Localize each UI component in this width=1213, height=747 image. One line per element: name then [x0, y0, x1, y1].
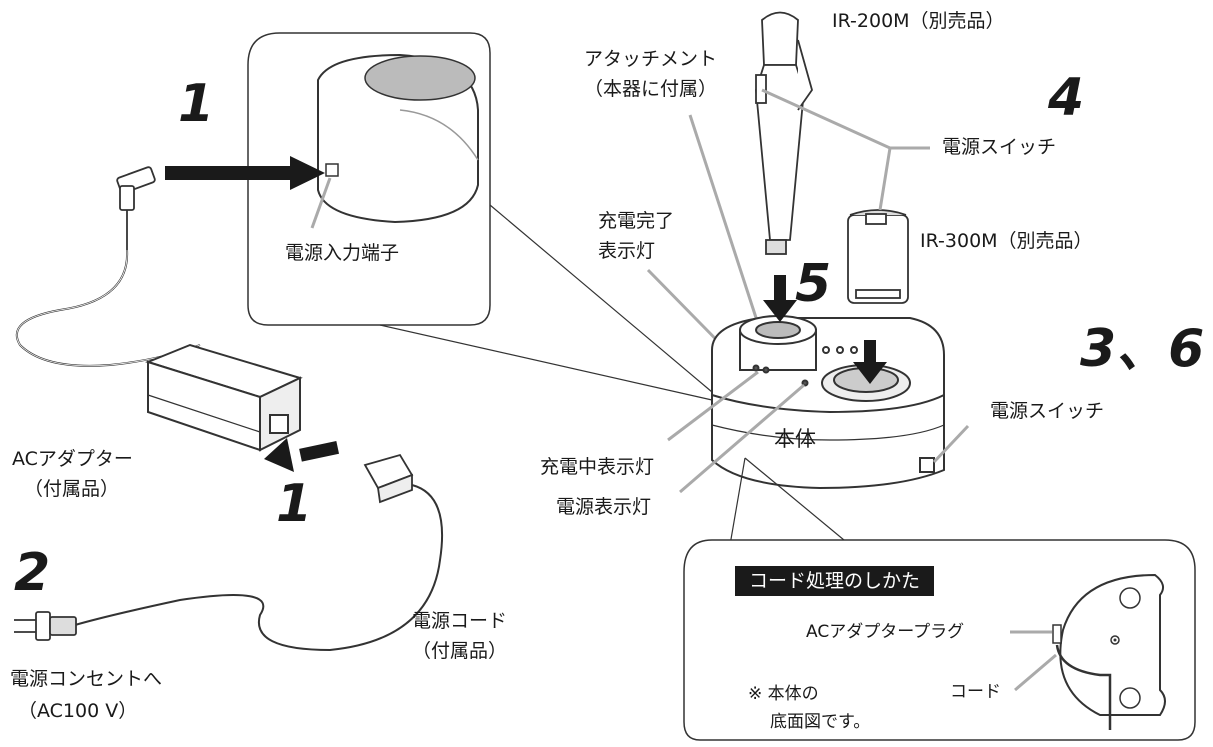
inset-note-line2: 底面図です。 [770, 712, 871, 732]
dc-plug [116, 166, 156, 250]
ir300m-transmitter [847, 209, 909, 304]
power-lamp-label: 電源表示灯 [556, 496, 652, 518]
inset-callout-lines [729, 457, 851, 546]
power-cord [74, 484, 444, 652]
attachment-leader [688, 114, 762, 331]
step-number-4: 4 [1048, 68, 1085, 128]
step-number-3-6: 3、6 [1080, 319, 1205, 379]
step-number-5: 5 [795, 254, 832, 314]
ir300m-label: IR-300M（別売品） [920, 230, 1093, 252]
wall-plug [14, 611, 77, 641]
ac-adapter-plug-label: ACアダプタープラグ [806, 622, 965, 642]
arrow-step1-mid [264, 438, 340, 472]
step-number-2: 2 [14, 543, 51, 603]
step-number-1-top: 1 [178, 74, 215, 134]
power-switch-mic-label: 電源スイッチ [942, 136, 1057, 158]
power-input-callout [247, 32, 713, 401]
charge-complete-label-2: 表示灯 [598, 240, 656, 262]
body-label: 本体 [774, 427, 816, 451]
ir200m-microphone [755, 11, 813, 255]
lamp-leaders [667, 370, 970, 494]
ac-adapter-label: ACアダプター [12, 448, 133, 470]
cord-handling-title: コード処理のしかた [735, 566, 935, 596]
attachment-sub-label: （本器に付属） [584, 78, 718, 100]
arrow-step1-top [165, 156, 325, 190]
attachment-label: アタッチメント [584, 48, 718, 70]
insert-arrows [763, 275, 887, 384]
inset-note-line1: ※ 本体の [748, 684, 819, 704]
cord-label: コード [950, 682, 1001, 702]
outlet-voltage-label: （AC100 V） [18, 700, 138, 722]
ac-adapter-sub-label: （付属品） [24, 478, 120, 500]
adapter-cord [15, 249, 201, 367]
power-switch-body-label: 電源スイッチ [990, 400, 1105, 422]
ir200m-label: IR-200M（別売品） [832, 10, 1005, 32]
charger-body [711, 315, 945, 490]
ac-adapter [145, 343, 303, 452]
outlet-label: 電源コンセントへ [10, 668, 163, 690]
step-number-1-mid: 1 [276, 474, 313, 534]
charge-complete-label: 充電完了 [598, 210, 675, 232]
power-cord-plug [363, 453, 414, 504]
power-input-label: 電源入力端子 [285, 242, 400, 264]
power-cord-sub-label: （付属品） [412, 640, 508, 662]
charging-lamp-label: 充電中表示灯 [540, 456, 655, 478]
power-cord-label: 電源コード [412, 610, 508, 632]
power-switch-leaders [761, 88, 930, 211]
